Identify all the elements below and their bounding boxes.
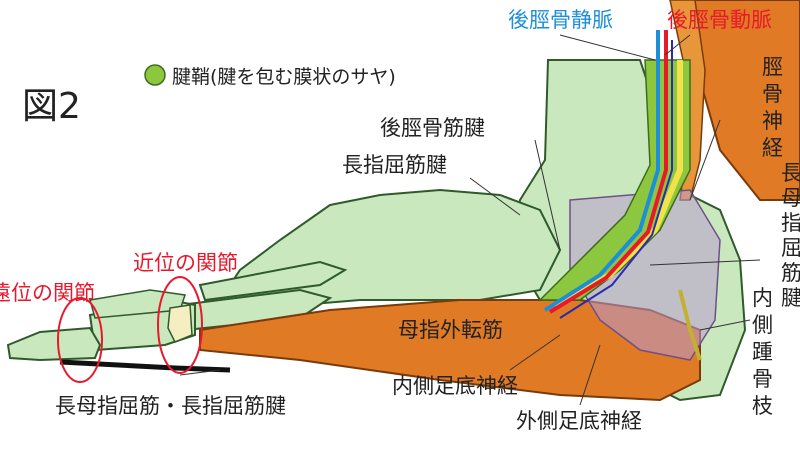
label-medial-plantar-nerve: 内側足底神経 — [392, 374, 518, 398]
plantar-nerve-strand — [559, 40, 673, 319]
figure-title: 図2 — [22, 86, 81, 127]
sheath-band — [538, 59, 691, 301]
abductor-hallucis-muscle — [199, 299, 701, 402]
sheath-legend-dot — [144, 64, 166, 86]
label-distal-joint: 遠位の関節 — [0, 281, 95, 305]
leader-lines — [179, 34, 761, 406]
label-posterior-tibial-vein: 後脛骨静脈 — [508, 8, 613, 32]
label-medial-calcaneal-branch: 内側踵骨枝 — [752, 286, 773, 418]
label-posterior-tibial-tendon: 後脛骨筋腱 — [380, 116, 485, 140]
distal-joint-circle — [57, 297, 103, 383]
posterior-tibial-vein-strand — [543, 30, 660, 312]
label-flexor-hallucis-longus: 長母指屈筋腱 — [781, 161, 800, 310]
medial-calcaneal-branch — [678, 289, 702, 361]
toe-distal-phalanx — [6, 326, 102, 362]
posterior-tibial-artery-strand — [548, 30, 668, 314]
label-tibial-nerve: 脛骨神経 — [762, 55, 783, 160]
label-lateral-plantar-nerve: 外側足底神経 — [516, 409, 642, 433]
label-proximal-joint: 近位の関節 — [133, 251, 238, 275]
legend-text: 腱鞘(腱を包む膜状のサヤ) — [172, 66, 396, 88]
proximal-joint-circle — [157, 276, 203, 374]
label-flexor-tendons-bottom: 長母指屈筋・長指屈筋腱 — [55, 394, 286, 418]
flexor-tendon-line — [59, 359, 231, 373]
metatarsal-2 — [198, 260, 348, 302]
sesamoid — [167, 304, 193, 343]
label-posterior-tibial-artery: 後脛骨動脈 — [667, 8, 772, 32]
label-flexor-digitorum-longus-tendon: 長指屈筋腱 — [342, 153, 447, 177]
label-abductor-hallucis: 母指外転筋 — [398, 318, 503, 342]
